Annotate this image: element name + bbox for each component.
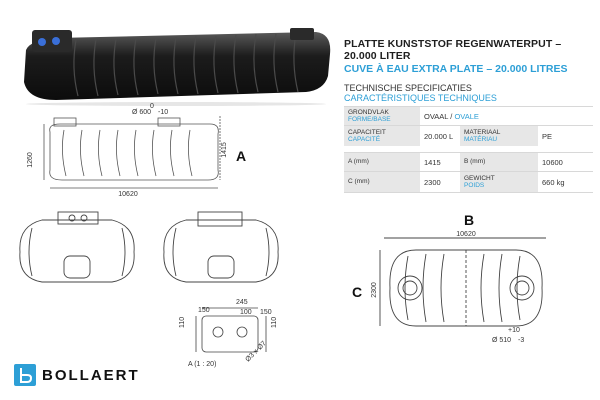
- top-view-drawing: 10620 2300 +10 Ø 510 -3: [371, 231, 546, 344]
- spec-row-shape: GRONDVLAK FORME/BASE OVAAL / OVALE: [344, 106, 593, 125]
- shape-value: OVAAL / OVALE: [424, 111, 479, 121]
- spec-table: GRONDVLAK FORME/BASE OVAAL / OVALE CAPAC…: [344, 106, 593, 193]
- b-value: 10600: [542, 157, 563, 167]
- material-value: PE: [542, 131, 553, 141]
- outlet-minus-dim: -3: [518, 337, 524, 344]
- outlet-dia-dim: Ø 510: [492, 337, 511, 344]
- detail-d2: 245: [236, 299, 248, 306]
- tank-photo: [24, 28, 331, 106]
- weight-value: 660 kg: [542, 177, 565, 187]
- side-length-dim: 10620: [118, 191, 138, 198]
- shape-label: GRONDVLAK FORME/BASE: [344, 107, 420, 125]
- brand-logo: BOLLAERT: [14, 364, 140, 386]
- c-label: C (mm): [344, 172, 420, 192]
- title-dutch: PLATTE KUNSTSTOF REGENWATERPUT – 20.000 …: [344, 38, 562, 62]
- opening-dia-dim: Ø 600: [132, 109, 151, 116]
- top-width-dim: 2300: [371, 282, 378, 298]
- top-length-dim: 10620: [456, 231, 476, 238]
- detail-caption: A (1 : 20): [188, 361, 216, 368]
- spec-row-c-weight: C (mm) 2300 GEWICHT POIDS 660 kg: [344, 171, 593, 193]
- side-view-drawing: 10620 1260 1415 0 Ø 600 -10: [27, 103, 228, 198]
- label-a: A: [236, 148, 247, 164]
- brand-logo-mark-icon: [14, 364, 36, 386]
- specs-heading-dutch: TECHNISCHE SPECIFICATIES: [344, 83, 472, 93]
- side-height-right-dim: 1415: [221, 142, 228, 158]
- weight-label: GEWICHT POIDS: [460, 172, 538, 192]
- specs-heading-french: CARACTÉRISTIQUES TECHNIQUES: [344, 93, 497, 103]
- capacity-label: CAPACITEIT CAPACITÉ: [344, 126, 420, 146]
- a-value: 1415: [424, 157, 441, 167]
- label-b: B: [464, 212, 475, 228]
- a-label: A (mm): [344, 153, 420, 171]
- detail-drawing: 150 245 100 150 110 110 Ø3 x Ø7 A (1 : 2…: [179, 299, 278, 368]
- brand-name: BOLLAERT: [42, 366, 140, 384]
- opening-zero-dim: 0: [150, 103, 154, 110]
- outlet-plus-dim: +10: [508, 327, 520, 334]
- detail-d5: 110: [179, 317, 186, 328]
- detail-d4: 150: [260, 309, 272, 316]
- title-french: CUVE À EAU EXTRA PLATE – 20.000 LITRES: [344, 63, 568, 75]
- detail-d6: 110: [271, 317, 278, 328]
- label-c: C: [352, 284, 363, 300]
- header-block: PLATTE KUNSTSTOF REGENWATERPUT – 20.000 …: [344, 38, 594, 103]
- b-label: B (mm): [460, 153, 538, 171]
- material-label: MATERIAAL MATÉRIAU: [460, 126, 538, 146]
- end-view-right: [163, 211, 279, 283]
- detail-d3: 100: [240, 309, 252, 316]
- detail-d1: 150: [198, 307, 210, 314]
- c-value: 2300: [424, 177, 441, 187]
- capacity-value: 20.000 L: [424, 131, 454, 141]
- spec-row-a-b: A (mm) 1415 B (mm) 10600: [344, 152, 593, 171]
- spec-row-capacity: CAPACITEIT CAPACITÉ 20.000 L MATERIAAL M…: [344, 125, 593, 146]
- end-view-left: [19, 211, 135, 283]
- side-height-left-dim: 1260: [27, 152, 34, 168]
- opening-tol-dim: -10: [158, 109, 168, 116]
